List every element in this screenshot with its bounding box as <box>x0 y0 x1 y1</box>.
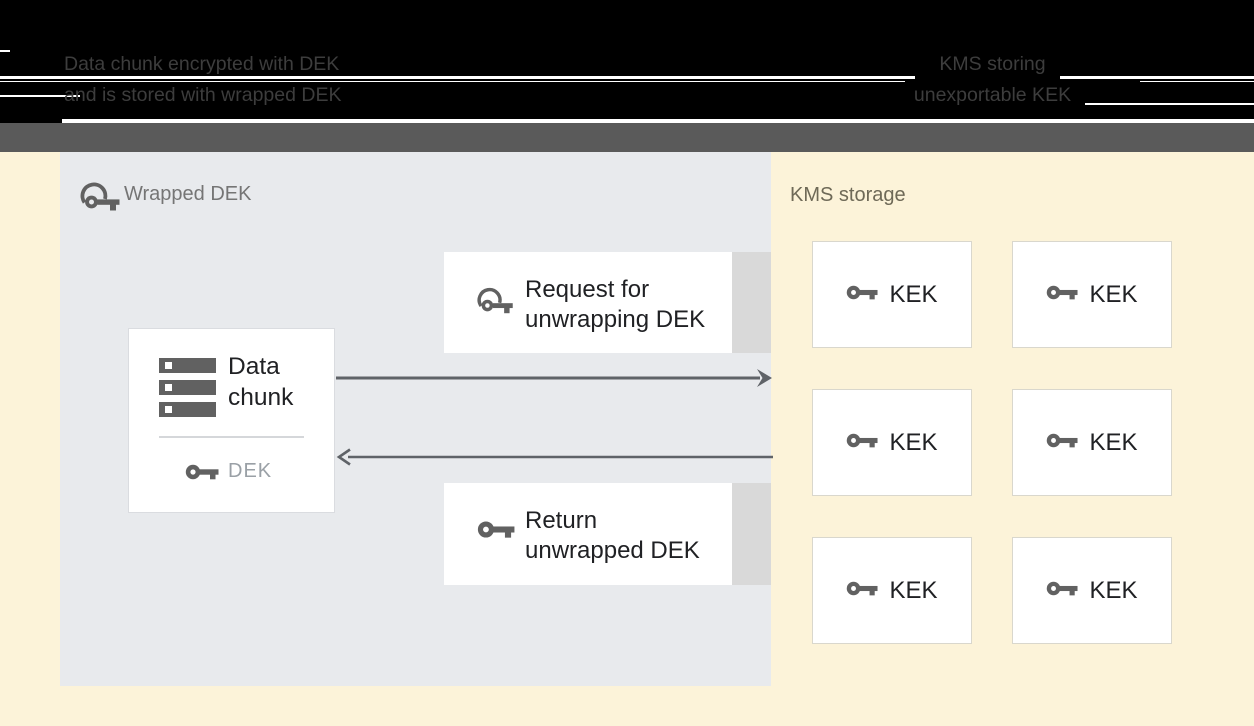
caption-data-chunk: Data chunk encrypted with DEK and is sto… <box>64 53 342 106</box>
wrapped-dek-label: Wrapped DEK <box>124 183 252 205</box>
return-unwrapped-box: Return unwrapped DEK <box>444 483 732 585</box>
header-separator-line <box>62 119 1254 123</box>
wrapped-key-icon <box>477 283 515 324</box>
return-unwrapped-text: Return unwrapped DEK <box>525 507 700 564</box>
header-band: Data chunk encrypted with DEK and is sto… <box>0 0 1254 123</box>
kek-label: KEK <box>1089 428 1138 456</box>
kek-box: KEK <box>1012 389 1172 496</box>
kms-storage-label: KMS storage <box>790 184 906 206</box>
key-icon <box>1046 429 1079 457</box>
key-icon <box>846 281 879 309</box>
header-separator-line <box>1140 80 1254 82</box>
request-unwrap-text: Request for unwrapping DEK <box>525 276 706 333</box>
box-shadow-strip <box>732 483 771 585</box>
kek-box: KEK <box>812 389 972 496</box>
kek-label: KEK <box>889 280 938 308</box>
wrapped-key-icon <box>80 178 122 221</box>
header-separator-line <box>0 50 10 52</box>
storage-stack-icon <box>159 358 216 423</box>
request-unwrap-box: Request for unwrapping DEK <box>444 252 732 353</box>
key-icon <box>1046 281 1079 309</box>
kek-box: KEK <box>1012 241 1172 348</box>
header-separator-line <box>0 95 80 97</box>
request-arrow-right <box>336 369 772 387</box>
key-icon <box>846 577 879 605</box>
kek-label: KEK <box>1089 280 1138 308</box>
kek-box: KEK <box>812 537 972 644</box>
key-icon <box>477 516 515 548</box>
return-arrow-left <box>336 448 773 466</box>
kek-label: KEK <box>889 428 938 456</box>
header-separator-line <box>0 76 915 79</box>
header-separator-line <box>1060 76 1254 79</box>
header-sub-band <box>0 123 1254 152</box>
data-chunk-box: Data chunk DEK <box>128 328 335 513</box>
kek-box: KEK <box>812 241 972 348</box>
divider <box>159 436 304 438</box>
kek-label: KEK <box>1089 576 1138 604</box>
header-separator-line <box>1085 103 1254 105</box>
header-separator-line <box>0 80 905 82</box>
kek-box: KEK <box>1012 537 1172 644</box>
data-chunk-title: Data chunk <box>228 353 294 411</box>
key-icon <box>846 429 879 457</box>
caption-kms: KMS storing unexportable KEK <box>913 53 1072 106</box>
key-icon <box>185 460 219 489</box>
key-icon <box>1046 577 1079 605</box>
dek-label: DEK <box>228 460 273 482</box>
box-shadow-strip <box>732 252 771 353</box>
kek-label: KEK <box>889 576 938 604</box>
